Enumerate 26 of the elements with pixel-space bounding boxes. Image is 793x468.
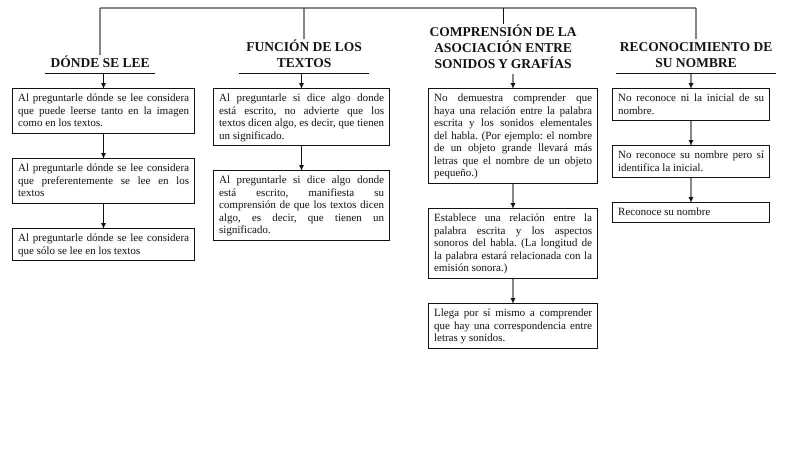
- arrow: [510, 74, 516, 88]
- arrow: [510, 278, 516, 304]
- process-box: Al preguntarle dónde se lee considera que sólo se lee en los textos: [12, 228, 195, 261]
- process-box: No reconoce su nombre pero sí identifica la inicial.: [612, 145, 770, 178]
- arrow: [688, 178, 694, 202]
- arrow: [510, 184, 516, 208]
- process-box: Reconoce su nombre: [612, 202, 770, 222]
- heading: COMPRENSIÓN DE LA ASOCIACIÓN ENTRE SONIDOS Y GRAFÍAS: [416, 24, 590, 74]
- arrow: [299, 146, 304, 170]
- arrow: [688, 120, 694, 146]
- arrow: [101, 134, 106, 158]
- arrow: [299, 74, 304, 88]
- arrow: [688, 74, 694, 88]
- process-box: No reconoce ni la inicial de su nombre.: [612, 88, 770, 121]
- heading: RECONOCIMIENTO DE SU NOMBRE: [616, 39, 776, 74]
- heading: FUNCIÓN DE LOS TEXTOS: [239, 39, 369, 74]
- process-box: Llega por sí mismo a comprender que hay una correspondencia entre letras y sonidos.: [428, 303, 598, 348]
- process-box: Al preguntarle dónde se lee considera que puede leerse tanto en la imagen como en los textos.: [12, 88, 195, 134]
- arrow: [101, 74, 106, 88]
- process-box: Al preguntarle dónde se lee considera que preferentemente se lee en los textos: [12, 158, 195, 204]
- process-box: Establece una relación entre la palabra escrita y los aspectos sonoros del habla. (La longitud de la palabra estará relacionada con la emisión sonora.): [428, 208, 598, 278]
- process-box: Al preguntarle si dice algo donde está escrito, no advierte que los textos dicen algo, es decir, que tienen un significado.: [213, 88, 390, 146]
- arrow: [101, 204, 106, 228]
- process-box: Al preguntarle si dice algo donde está escrito, manifiesta su comprensión de que los textos dicen algo, es decir, que tienen un significado.: [213, 170, 390, 240]
- process-box: No demuestra comprender que haya una relación entre la palabra escrita y los sonidos elementales del habla. (Por ejemplo: el nombre de un objeto grande llevará más letras que el nombre de un objeto pequeño.): [428, 88, 598, 184]
- heading: DÓNDE SE LEE: [45, 55, 155, 74]
